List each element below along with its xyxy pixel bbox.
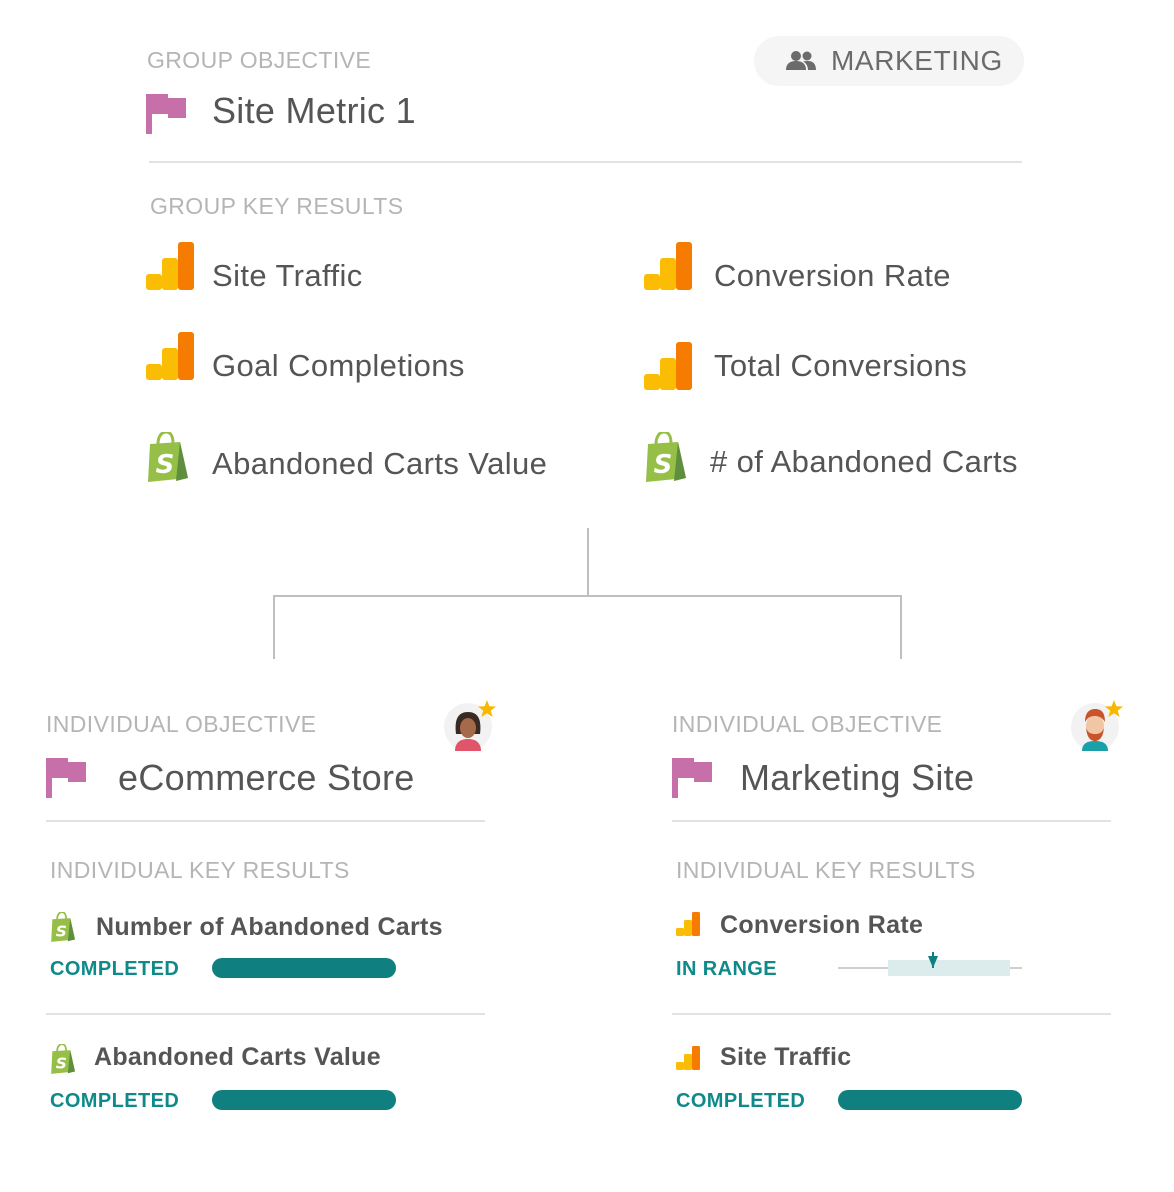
group-objective-label: GROUP OBJECTIVE — [147, 47, 372, 73]
individual-key-result[interactable]: S Abandoned Carts Value COMPLETED — [46, 1040, 486, 1120]
avatar-woman[interactable] — [443, 698, 501, 752]
individual-objective-title: Marketing Site — [740, 757, 975, 798]
group-key-result-label: # of Abandoned Carts — [710, 444, 1018, 479]
connector-left-branch — [273, 595, 275, 659]
group-key-result-label: Site Traffic — [212, 258, 363, 293]
status-label: COMPLETED — [50, 1090, 180, 1112]
key-result-label: Number of Abandoned Carts — [96, 913, 443, 941]
group-key-result[interactable]: Total Conversions — [644, 342, 1064, 392]
divider — [149, 161, 1022, 163]
individual-objective-label: INDIVIDUAL OBJECTIVE — [672, 711, 943, 737]
connector-right-branch — [900, 595, 902, 659]
individual-objective-label: INDIVIDUAL OBJECTIVE — [46, 711, 317, 737]
individual-key-results-label: INDIVIDUAL KEY RESULTS — [50, 857, 350, 883]
shopify-icon: S — [646, 432, 686, 482]
key-result-label: Abandoned Carts Value — [94, 1043, 381, 1071]
group-key-result[interactable]: S # of Abandoned Carts — [644, 432, 1064, 484]
shopify-icon: S — [148, 432, 188, 482]
objective-flag-icon — [146, 94, 186, 134]
group-key-result[interactable]: Conversion Rate — [644, 242, 1064, 293]
google-analytics-icon — [644, 342, 692, 390]
shopify-icon: S — [51, 1044, 75, 1074]
objective-flag-icon — [672, 758, 712, 798]
divider — [46, 820, 485, 822]
group-objective-title: Site Metric 1 — [212, 90, 416, 131]
google-analytics-icon — [146, 242, 194, 290]
people-icon — [786, 51, 816, 70]
google-analytics-icon — [676, 912, 700, 936]
group-key-result[interactable]: S Abandoned Carts Value — [146, 432, 606, 484]
group-key-result[interactable]: Goal Completions — [146, 332, 606, 383]
google-analytics-icon — [146, 332, 194, 380]
team-badge-label: MARKETING — [831, 45, 1003, 76]
group-key-result[interactable]: Site Traffic — [146, 242, 606, 293]
divider — [672, 820, 1111, 822]
status-label: IN RANGE — [676, 958, 777, 980]
individual-key-result[interactable]: Site Traffic COMPLETED — [672, 1040, 1112, 1120]
current-value-marker-icon — [928, 952, 938, 968]
star-icon — [478, 700, 496, 717]
individual-key-result[interactable]: S Number of Abandoned Carts COMPLETED — [46, 908, 486, 988]
svg-text:S: S — [654, 450, 673, 480]
group-key-result-label: Abandoned Carts Value — [212, 446, 548, 481]
google-analytics-icon — [676, 1046, 700, 1070]
individual-key-result[interactable]: Conversion Rate IN RANGE — [672, 906, 1112, 986]
group-key-result-label: Conversion Rate — [714, 258, 951, 293]
objective-flag-icon — [46, 758, 86, 798]
svg-text:S: S — [156, 450, 175, 480]
avatar-man[interactable] — [1070, 698, 1128, 752]
progress-bar — [212, 958, 396, 978]
status-label: COMPLETED — [50, 958, 180, 980]
target-range — [888, 960, 1010, 976]
shopify-icon: S — [51, 912, 75, 942]
google-analytics-icon — [644, 242, 692, 290]
key-result-label: Site Traffic — [720, 1043, 852, 1071]
team-badge[interactable]: MARKETING — [754, 36, 1024, 86]
status-label: COMPLETED — [676, 1090, 806, 1112]
progress-bar — [838, 1090, 1022, 1110]
connector-trunk — [587, 528, 589, 596]
star-icon — [1105, 700, 1123, 717]
group-key-result-label: Goal Completions — [212, 348, 465, 383]
key-result-label: Conversion Rate — [720, 911, 924, 939]
individual-objective-title: eCommerce Store — [118, 757, 415, 798]
group-key-results-label: GROUP KEY RESULTS — [150, 193, 404, 219]
svg-text:S: S — [56, 1055, 67, 1073]
divider — [672, 1013, 1111, 1015]
svg-text:S: S — [56, 923, 67, 941]
group-key-result-label: Total Conversions — [714, 348, 968, 383]
individual-key-results-label: INDIVIDUAL KEY RESULTS — [676, 857, 976, 883]
progress-bar — [212, 1090, 396, 1110]
divider — [46, 1013, 485, 1015]
connector-horizontal — [273, 595, 902, 597]
range-indicator — [838, 952, 1022, 980]
